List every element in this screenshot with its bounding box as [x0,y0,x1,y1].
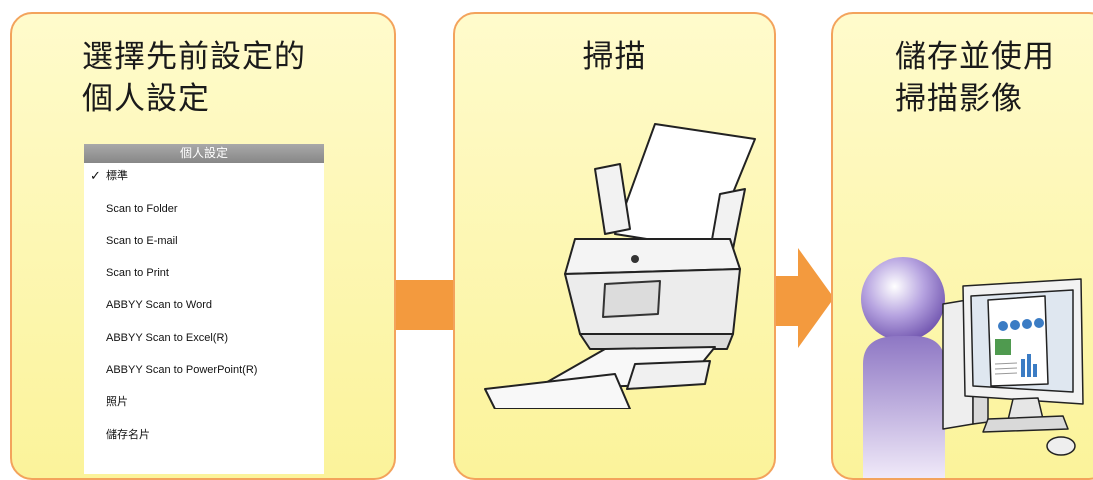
arrow-right-icon [776,248,834,348]
menu-item-label: 標準 [106,170,128,182]
profile-menu-item[interactable]: 儲存名片 [106,429,150,441]
computer-icon [942,278,1084,456]
step-title: 儲存並使用 掃描影像 [895,36,1055,120]
step-save-use-panel: 儲存並使用 掃描影像 [831,12,1093,480]
step-title: 掃描 [582,39,647,75]
person-icon [861,257,945,478]
step-select-profile-panel: 選擇先前設定的 個人設定 個人設定 ✓ 標準 Scan to Folder Sc… [10,12,396,480]
step-title-line1: 選擇先前設定的 [82,39,306,75]
profile-menu-item[interactable]: ABBYY Scan to PowerPoint(R) [106,364,258,376]
step-title-line2: 掃描影像 [895,81,1023,117]
profile-menu-header: 個人設定 [84,144,324,163]
profile-menu: 個人設定 ✓ 標準 Scan to Folder Scan to E-mail … [84,144,324,474]
profile-menu-item[interactable]: Scan to E-mail [106,235,178,247]
profile-menu-item[interactable]: 照片 [106,396,128,408]
scanner-icon [484,123,756,409]
step-title: 選擇先前設定的 個人設定 [82,36,306,120]
profile-menu-item[interactable]: Scan to Folder [106,203,178,215]
profile-menu-item-standard[interactable]: ✓ 標準 [90,168,128,184]
arrow-right-icon [396,280,456,330]
profile-menu-item[interactable]: ABBYY Scan to Word [106,299,212,311]
profile-menu-item[interactable]: ABBYY Scan to Excel(R) [106,332,229,344]
check-icon: ✓ [90,168,101,183]
step-title-line2: 個人設定 [82,81,210,117]
profile-menu-item[interactable]: Scan to Print [106,267,169,279]
step-scan-panel: 掃描 [453,12,776,480]
step-title-line1: 儲存並使用 [895,39,1055,75]
